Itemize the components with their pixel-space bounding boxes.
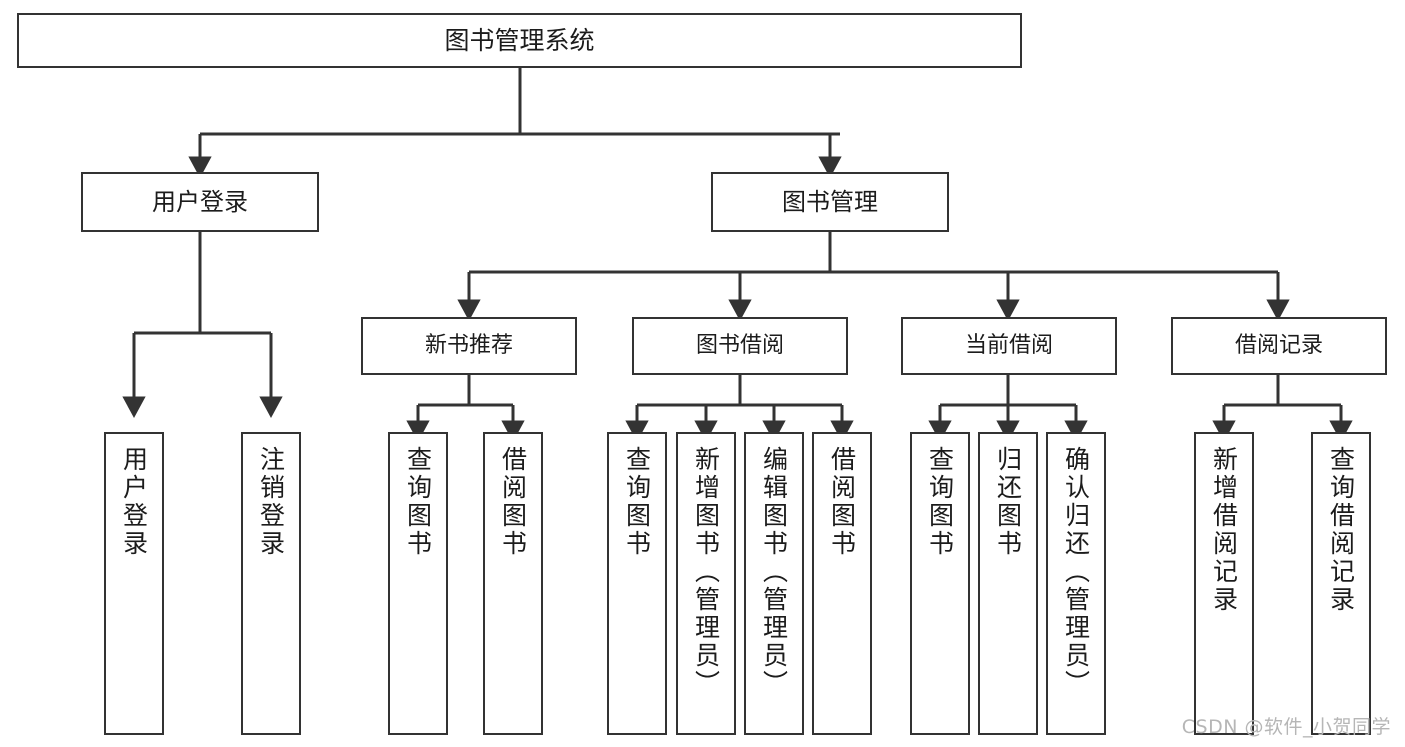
- node-book-borrow-label: 图书借阅: [695, 333, 784, 359]
- node-leaf-user-login-label: 用户登录: [119, 446, 149, 558]
- node-leaf-query-record[interactable]: 查询借阅记录: [1311, 432, 1371, 735]
- node-leaf-edit-book[interactable]: 编辑图书（管理员）: [744, 432, 804, 735]
- node-user-login-label: 用户登录: [152, 187, 248, 216]
- node-leaf-borrow-book-a[interactable]: 借阅图书: [483, 432, 543, 735]
- node-leaf-confirm-return-label: 确认归还（管理员）: [1061, 446, 1091, 698]
- node-leaf-user-login[interactable]: 用户登录: [104, 432, 164, 735]
- node-new-book-rec-label: 新书推荐: [424, 333, 513, 359]
- node-new-book-rec[interactable]: 新书推荐: [361, 317, 577, 375]
- watermark-text: CSDN @软件_小贺同学: [1181, 716, 1391, 738]
- node-leaf-query-book-b[interactable]: 查询图书: [607, 432, 667, 735]
- node-current-borrow-label: 当前借阅: [964, 333, 1053, 359]
- node-leaf-borrow-book-b[interactable]: 借阅图书: [812, 432, 872, 735]
- node-leaf-add-record[interactable]: 新增借阅记录: [1194, 432, 1254, 735]
- node-leaf-return-book-label: 归还图书: [993, 446, 1023, 558]
- node-leaf-add-book-label: 新增图书（管理员）: [691, 446, 721, 698]
- node-leaf-borrow-book-b-label: 借阅图书: [827, 446, 857, 558]
- node-root[interactable]: 图书管理系统: [17, 13, 1022, 68]
- node-borrow-record[interactable]: 借阅记录: [1171, 317, 1387, 375]
- node-leaf-query-book-c[interactable]: 查询图书: [910, 432, 970, 735]
- node-leaf-logout[interactable]: 注销登录: [241, 432, 301, 735]
- node-leaf-borrow-book-a-label: 借阅图书: [498, 446, 528, 558]
- node-leaf-add-record-label: 新增借阅记录: [1209, 446, 1239, 614]
- node-leaf-query-book-a-label: 查询图书: [403, 446, 433, 558]
- node-leaf-add-book[interactable]: 新增图书（管理员）: [676, 432, 736, 735]
- node-borrow-record-label: 借阅记录: [1234, 333, 1323, 359]
- node-book-borrow[interactable]: 图书借阅: [632, 317, 848, 375]
- node-user-login[interactable]: 用户登录: [81, 172, 319, 232]
- node-book-manage-label: 图书管理: [782, 187, 878, 216]
- node-leaf-confirm-return[interactable]: 确认归还（管理员）: [1046, 432, 1106, 735]
- node-book-manage[interactable]: 图书管理: [711, 172, 949, 232]
- node-leaf-query-book-a[interactable]: 查询图书: [388, 432, 448, 735]
- node-current-borrow[interactable]: 当前借阅: [901, 317, 1117, 375]
- node-leaf-query-record-label: 查询借阅记录: [1326, 446, 1356, 614]
- node-leaf-query-book-c-label: 查询图书: [925, 446, 955, 558]
- node-root-label: 图书管理系统: [444, 25, 595, 55]
- node-leaf-return-book[interactable]: 归还图书: [978, 432, 1038, 735]
- node-leaf-query-book-b-label: 查询图书: [622, 446, 652, 558]
- node-leaf-logout-label: 注销登录: [256, 446, 286, 558]
- node-leaf-edit-book-label: 编辑图书（管理员）: [759, 446, 789, 698]
